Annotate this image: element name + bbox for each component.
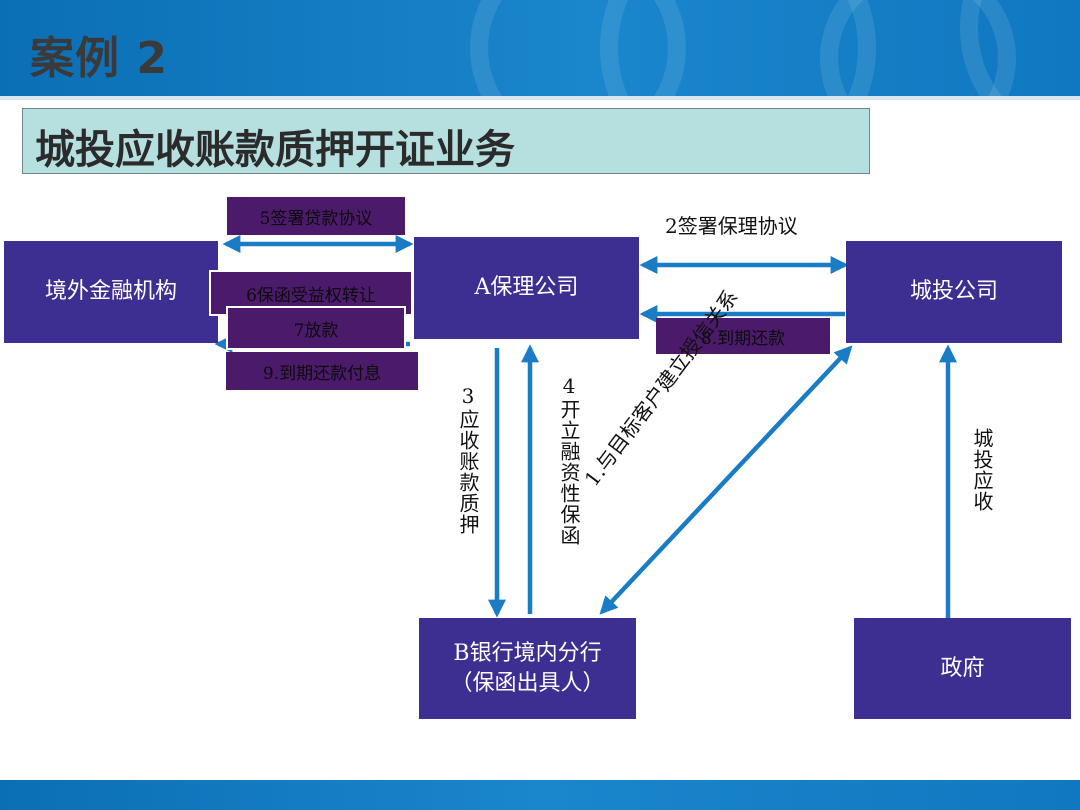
node-chengtou-label: 城投公司 xyxy=(909,279,998,304)
node-factoring-label: A保理公司 xyxy=(474,275,579,300)
node-government: 政府 xyxy=(854,618,1071,719)
label-sign-loan-agreement: 5签署贷款协议 xyxy=(227,197,405,235)
node-offshore-institution: 境外金融机构 xyxy=(4,241,218,343)
label-sign-factoring-agreement: 2签署保理协议 xyxy=(665,214,798,238)
node-bank-label: B银行境内分行（保函出具人） xyxy=(450,640,605,696)
header-banner: 案例 2 xyxy=(0,0,1080,98)
header-divider xyxy=(0,96,1080,100)
arrow-bank-chengtou-credit xyxy=(599,345,853,615)
label-repay-chengtou: 8.到期还款 xyxy=(656,318,830,354)
node-factoring-company: A保理公司 xyxy=(414,237,639,339)
node-government-label: 政府 xyxy=(940,655,985,681)
node-offshore-label: 境外金融机构 xyxy=(44,279,177,304)
slide-title: 案例 2 xyxy=(30,33,168,84)
label-chengtou-receivable: 城投应收 xyxy=(970,428,994,512)
label-issue-guarantee: 4开立融资性保函 xyxy=(557,374,581,546)
subtitle-box: 城投应收账款质押开证业务 xyxy=(22,108,870,174)
label-loan: 7放款 xyxy=(226,306,406,350)
subtitle-text: 城投应收账款质押开证业务 xyxy=(35,127,515,173)
label-repay-interest: 9.到期还款付息 xyxy=(226,352,418,390)
node-chengtou-company: 城投公司 xyxy=(846,241,1062,343)
footer-banner xyxy=(0,780,1080,810)
node-bank-branch: B银行境内分行（保函出具人） xyxy=(419,618,636,719)
label-receivable-pledge: 3应收账款质押 xyxy=(456,384,480,535)
